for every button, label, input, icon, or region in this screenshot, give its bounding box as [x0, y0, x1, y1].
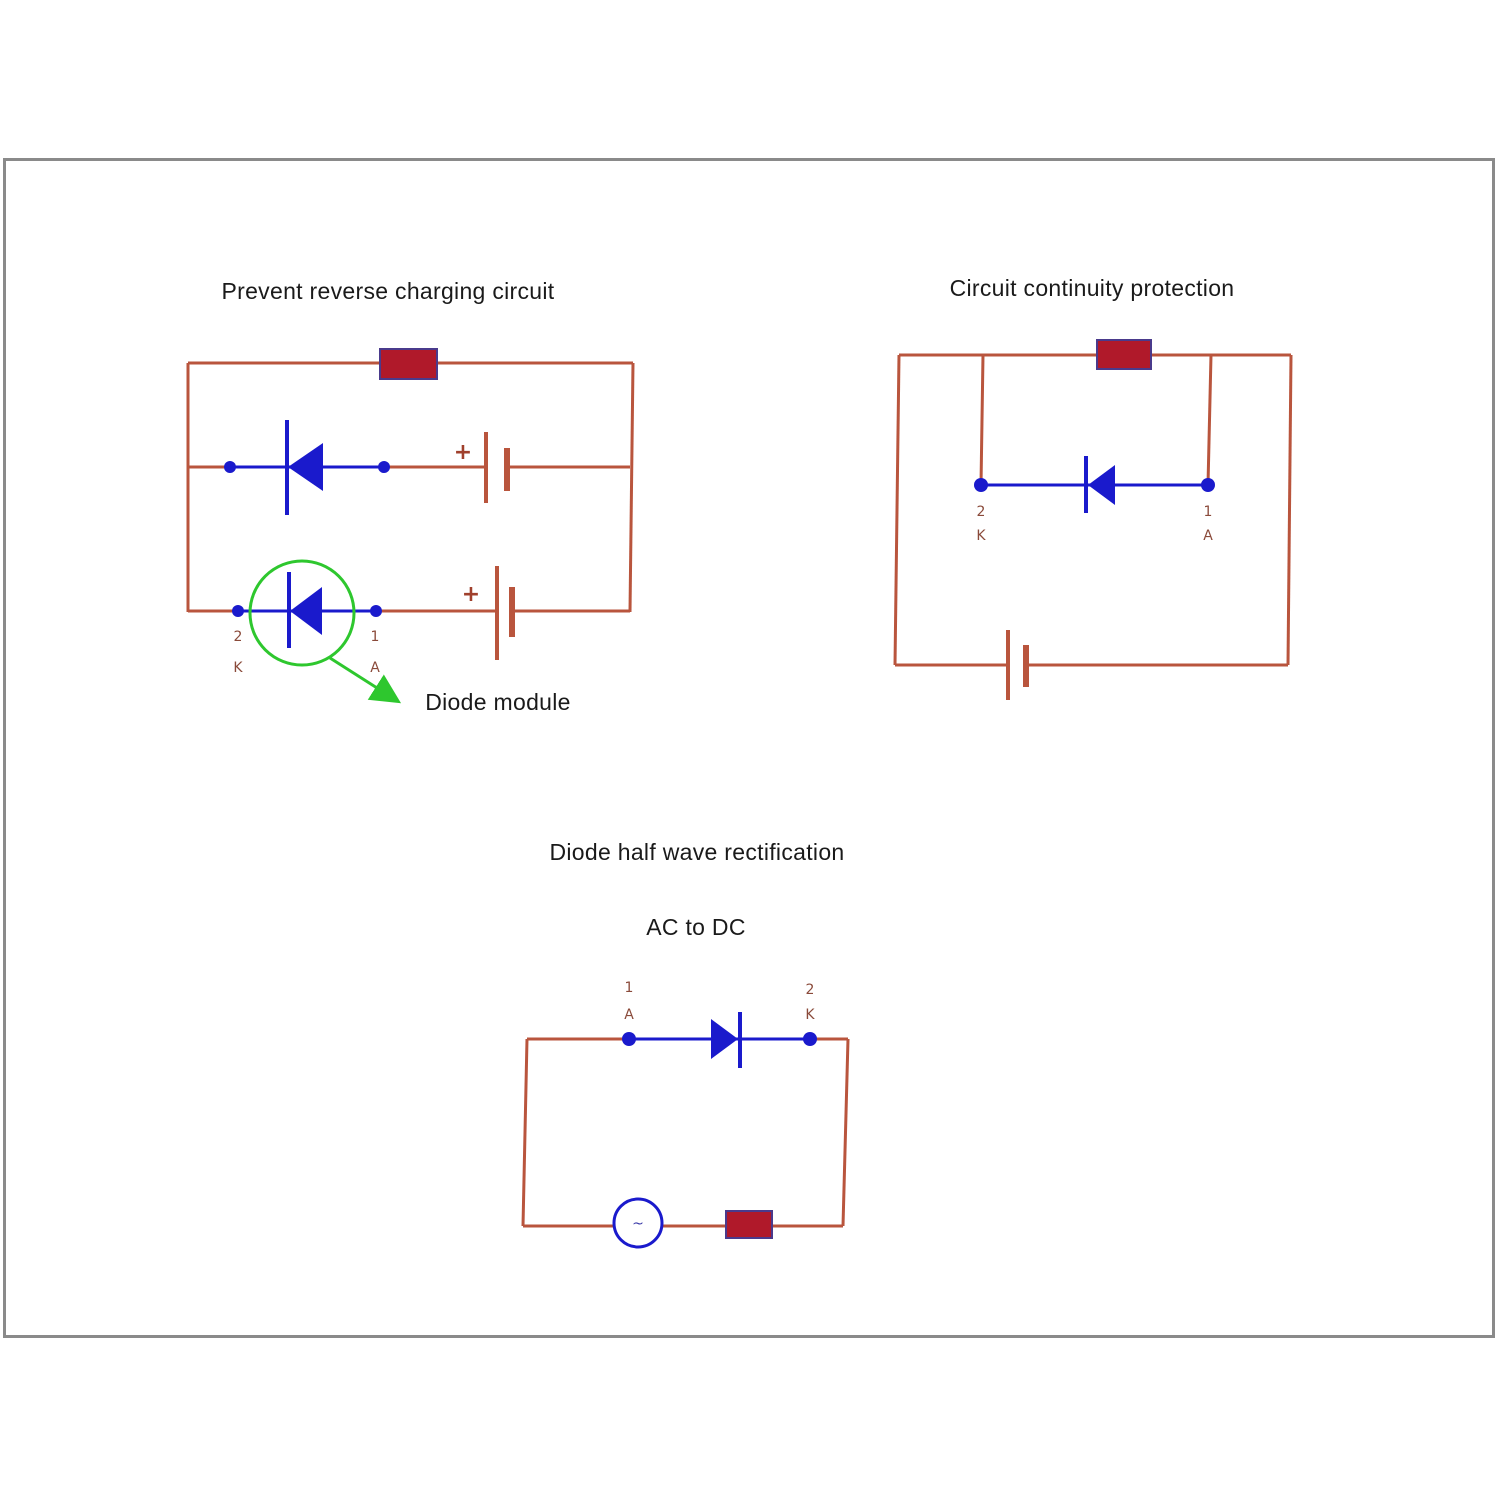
pin-k-letter: K	[233, 660, 243, 676]
wires-continuity	[893, 353, 1293, 667]
pin-k-letter: K	[976, 528, 986, 544]
resistor-icon	[1096, 339, 1152, 370]
battery-plus-label: +	[462, 582, 480, 607]
battery-icon	[1006, 630, 1029, 700]
ac-symbol: ~	[632, 1216, 644, 1232]
battery-icon	[495, 566, 515, 660]
resistor-icon	[379, 348, 438, 380]
pin-k-letter: K	[805, 1007, 815, 1023]
diode-module-label: Diode module	[425, 689, 571, 715]
panel-reverse-charging: Prevent reverse charging circuit	[186, 278, 635, 715]
panel-continuity-protection: Circuit continuity protection	[893, 275, 1293, 700]
diode-icon	[974, 456, 1215, 513]
pin-k-number: 2	[234, 629, 243, 645]
diode-icon	[622, 1012, 817, 1068]
pin-k-number: 2	[977, 504, 986, 520]
pin-a-number: 1	[625, 980, 634, 996]
diode-icon	[224, 420, 390, 515]
callout-arrow-icon	[329, 656, 402, 704]
highlight-circle-icon	[248, 559, 356, 667]
pin-a-letter: A	[1203, 528, 1213, 544]
diode-icon	[232, 572, 382, 648]
panel-half-wave-rectification: Diode half wave rectification AC to DC	[521, 839, 850, 1249]
panel-rectifier-subtitle: AC to DC	[646, 914, 746, 940]
pin-a-number: 1	[1204, 504, 1213, 520]
panel-reverse-title: Prevent reverse charging circuit	[221, 278, 554, 304]
pin-a-number: 1	[371, 629, 380, 645]
pin-a-letter: A	[624, 1007, 634, 1023]
pin-a-letter: A	[370, 660, 380, 676]
panel-rectifier-title: Diode half wave rectification	[549, 839, 844, 865]
resistor-icon	[725, 1210, 773, 1239]
diagram-frame	[3, 158, 1495, 1338]
battery-icon	[484, 432, 510, 503]
wires-rectifier	[521, 1037, 850, 1228]
battery-plus-label: +	[454, 440, 472, 465]
panel-continuity-title: Circuit continuity protection	[950, 275, 1235, 301]
pin-k-number: 2	[806, 982, 815, 998]
ac-source-icon: ~	[612, 1197, 664, 1249]
wires-reverse	[186, 361, 635, 613]
